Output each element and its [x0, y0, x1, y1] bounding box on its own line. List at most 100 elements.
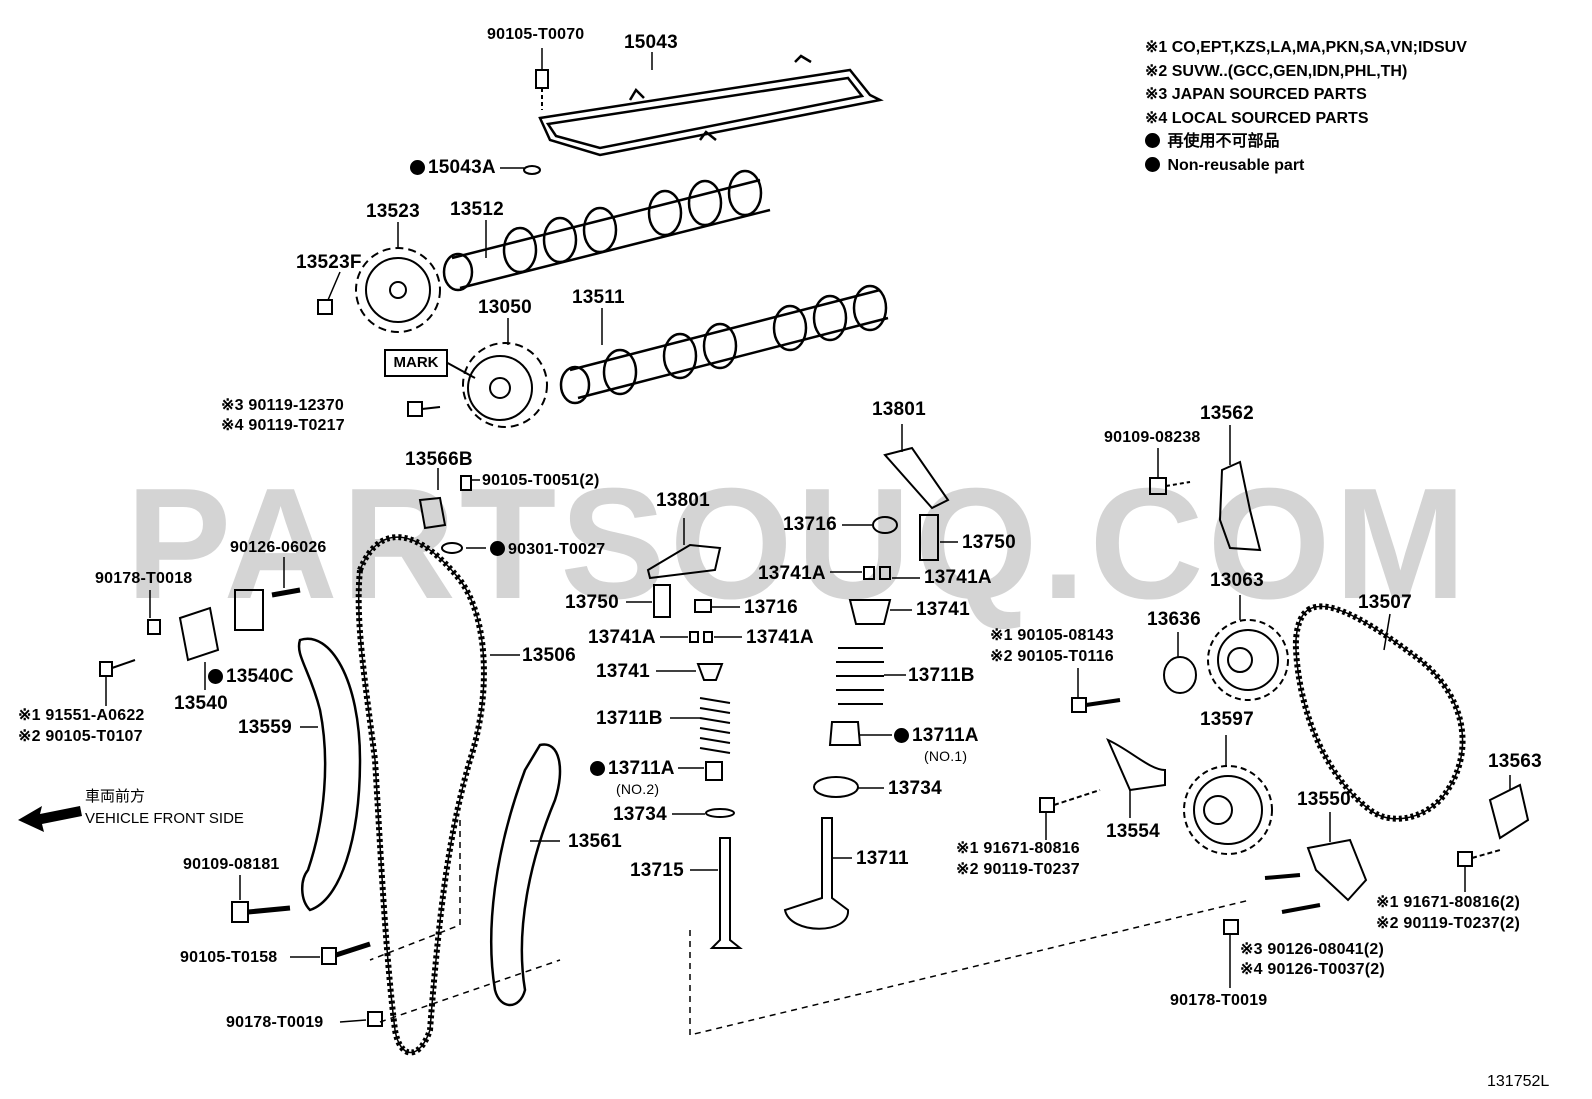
non-reusable-dot-icon — [1145, 156, 1160, 172]
label-13711B-left[interactable]: 13711B — [596, 708, 663, 729]
label-13801-left[interactable]: 13801 — [656, 490, 710, 511]
label-90119-T0237-right[interactable]: ※2 90119-T0237(2) — [1376, 915, 1521, 932]
label-13562[interactable]: 13562 — [1200, 403, 1254, 424]
label-13540C-text: 13540C — [226, 666, 294, 687]
bolt-90109-08181 — [231, 901, 291, 923]
label-13063[interactable]: 13063 — [1210, 570, 1264, 591]
legend-item-1: ※1 CO,EPT,KZS,LA,MA,PKN,SA,VN;IDSUV — [1145, 39, 1467, 56]
label-13750-right[interactable]: 13750 — [962, 532, 1016, 553]
label-13711A-left-text: 13711A — [608, 758, 675, 779]
label-13741-left[interactable]: 13741 — [596, 661, 650, 682]
washer-13734b — [813, 776, 859, 798]
label-90105-T0051[interactable]: 90105-T0051(2) — [482, 472, 600, 489]
camshaft-13512 — [442, 169, 771, 292]
label-90178-T0018[interactable]: 90178-T0018 — [95, 570, 193, 587]
washer-15043A — [523, 165, 541, 175]
legend-item-5-text: 再使用不可部品 — [1167, 133, 1280, 150]
label-13711A-right-text: 13711A — [912, 725, 979, 746]
label-90105-T0070[interactable]: 90105-T0070 — [487, 26, 585, 43]
label-13597[interactable]: 13597 — [1200, 709, 1254, 730]
label-13523[interactable]: 13523 — [366, 201, 420, 222]
label-15043A[interactable]: 15043A — [410, 158, 496, 177]
label-no2: (NO.2) — [616, 781, 660, 797]
label-13741A-right-2[interactable]: 13741A — [924, 567, 992, 588]
label-90301-T0027-text: 90301-T0027 — [508, 541, 606, 558]
label-13711B-right[interactable]: 13711B — [908, 665, 975, 686]
label-13563[interactable]: 13563 — [1488, 751, 1542, 772]
label-91551-A0622[interactable]: ※1 91551-A0622 — [18, 707, 145, 724]
bolt-90105-T0070 — [535, 69, 549, 110]
label-91671-80816-left[interactable]: ※1 91671-80816 — [956, 840, 1080, 857]
label-13636[interactable]: 13636 — [1147, 609, 1201, 630]
label-13550[interactable]: 13550 — [1297, 789, 1351, 810]
label-90126-06026[interactable]: 90126-06026 — [230, 539, 327, 556]
label-91671-80816-right[interactable]: ※1 91671-80816(2) — [1376, 894, 1521, 911]
keepers-13741Aa — [689, 631, 713, 643]
diagram-id: 131752L — [1487, 1073, 1550, 1090]
label-90119-T0237-left[interactable]: ※2 90119-T0237 — [956, 861, 1080, 878]
label-13050[interactable]: 13050 — [478, 297, 532, 318]
label-13561[interactable]: 13561 — [568, 831, 622, 852]
label-13507[interactable]: 13507 — [1358, 592, 1412, 613]
label-13566B[interactable]: 13566B — [405, 449, 473, 470]
tensioner-13550 — [1223, 838, 1368, 935]
label-13711A-left[interactable]: 13711A — [590, 759, 675, 778]
label-90105-T0116[interactable]: ※2 90105-T0116 — [990, 648, 1114, 665]
label-13750-left[interactable]: 13750 — [565, 592, 619, 613]
bracket-13566B — [418, 475, 472, 554]
label-13511[interactable]: 13511 — [572, 287, 625, 308]
bolt-90105-T0158 — [321, 941, 371, 965]
legend: ※1 CO,EPT,KZS,LA,MA,PKN,SA,VN;IDSUV ※2 S… — [1145, 36, 1467, 177]
label-15043[interactable]: 15043 — [624, 32, 678, 53]
chain-13507 — [1292, 603, 1466, 822]
label-13559[interactable]: 13559 — [238, 717, 292, 738]
label-13801-right[interactable]: 13801 — [872, 399, 926, 420]
label-13741A-right-1[interactable]: 13741A — [758, 563, 826, 584]
label-90126-08041[interactable]: ※3 90126-08041(2) — [1240, 941, 1385, 958]
label-13741A-left-2[interactable]: 13741A — [746, 627, 814, 648]
label-13741A-left-1[interactable]: 13741A — [588, 627, 656, 648]
label-13711A-right[interactable]: 13711A — [894, 726, 979, 745]
label-90126-T0037[interactable]: ※4 90126-T0037(2) — [1240, 961, 1385, 978]
label-15043A-text: 15043A — [428, 157, 496, 178]
label-13512[interactable]: 13512 — [450, 199, 504, 220]
label-90105-08143[interactable]: ※1 90105-08143 — [990, 627, 1114, 644]
non-reusable-dot-icon — [490, 541, 505, 556]
spring-13711Bb — [836, 647, 884, 705]
label-90119-T0217[interactable]: ※4 90119-T0217 — [221, 417, 345, 434]
non-reusable-dot-icon — [894, 728, 909, 743]
lash-adjuster-13750a — [653, 584, 671, 618]
label-13734-right[interactable]: 13734 — [888, 778, 942, 799]
label-90109-08181[interactable]: 90109-08181 — [183, 856, 280, 873]
rocker-arm-13801b — [883, 446, 950, 510]
label-90178-T0019-left[interactable]: 90178-T0019 — [226, 1014, 324, 1031]
label-13506[interactable]: 13506 — [522, 645, 576, 666]
label-13715[interactable]: 13715 — [630, 860, 684, 881]
label-13554[interactable]: 13554 — [1106, 821, 1160, 842]
label-13523F[interactable]: 13523F — [296, 252, 362, 273]
label-90109-08238[interactable]: 90109-08238 — [1104, 429, 1201, 446]
label-90301-T0027[interactable]: 90301-T0027 — [490, 541, 605, 558]
label-90119-12370[interactable]: ※3 90119-12370 — [221, 397, 344, 414]
idler-13636 — [1163, 656, 1197, 694]
front-indicator: 車両前方 VEHICLE FRONT SIDE — [85, 786, 244, 830]
label-13711[interactable]: 13711 — [856, 848, 909, 869]
gear-13597 — [1183, 765, 1273, 855]
label-90105-T0107[interactable]: ※2 90105-T0107 — [18, 728, 143, 745]
label-13716-right[interactable]: 13716 — [783, 514, 837, 535]
gear-13063 — [1207, 619, 1289, 701]
label-13540C[interactable]: 13540C — [208, 667, 294, 686]
seal-13711Ab — [828, 721, 862, 746]
label-13734-left[interactable]: 13734 — [613, 804, 667, 825]
bracket-13563 — [1457, 783, 1530, 867]
guide-13559 — [297, 637, 362, 912]
label-13741-right[interactable]: 13741 — [916, 599, 970, 620]
front-arrow — [18, 806, 82, 832]
label-90105-T0158[interactable]: 90105-T0158 — [180, 949, 278, 966]
cap-13716a — [694, 599, 712, 613]
bracket-13562 — [1149, 460, 1262, 552]
label-13540[interactable]: 13540 — [174, 693, 228, 714]
rocker-arm-13801a — [646, 543, 722, 580]
label-90178-T0019-right[interactable]: 90178-T0019 — [1170, 992, 1268, 1009]
label-13716-left[interactable]: 13716 — [744, 597, 798, 618]
